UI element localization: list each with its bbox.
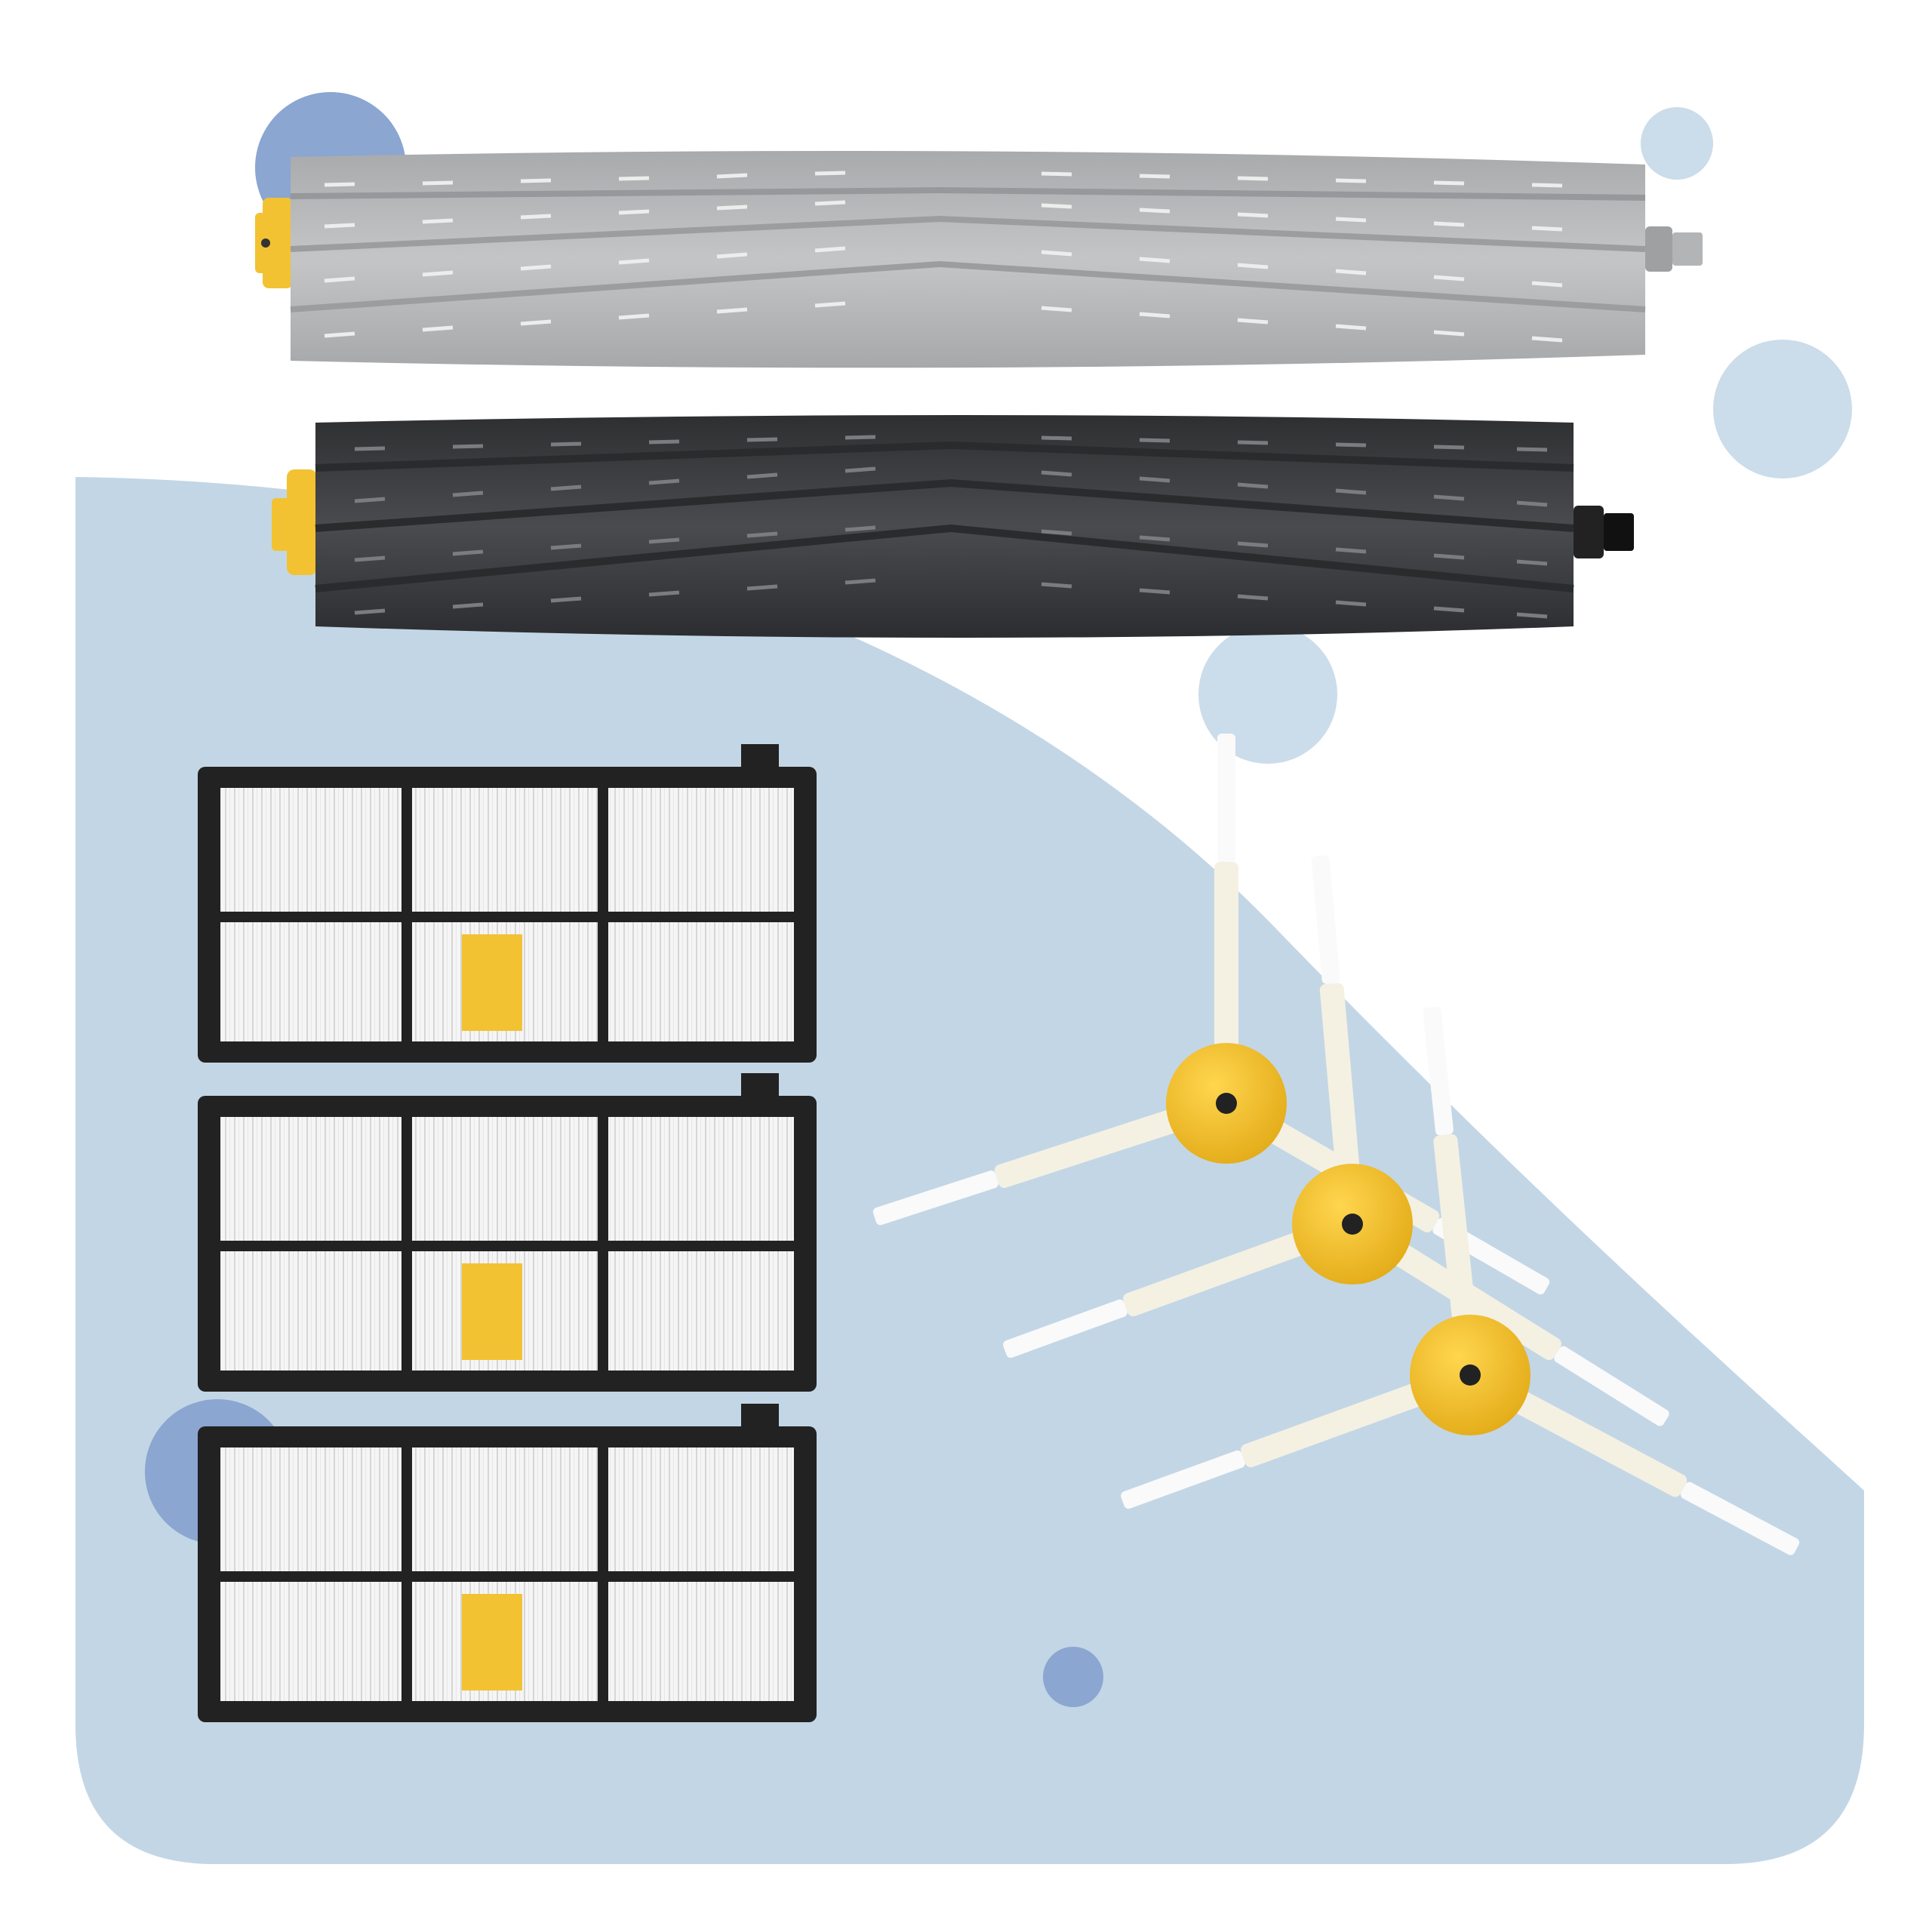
hepa-filter bbox=[198, 1073, 817, 1392]
bubble-light bbox=[1198, 625, 1337, 764]
bubble-light bbox=[1713, 340, 1852, 478]
roller-light bbox=[255, 151, 1703, 368]
side-brush bbox=[1121, 1007, 1800, 1555]
bubble-dark bbox=[1043, 1647, 1103, 1707]
bubble-light bbox=[1641, 107, 1713, 180]
hepa-filter bbox=[198, 744, 817, 1063]
roller-dark bbox=[272, 415, 1634, 638]
hepa-filter bbox=[198, 1404, 817, 1722]
